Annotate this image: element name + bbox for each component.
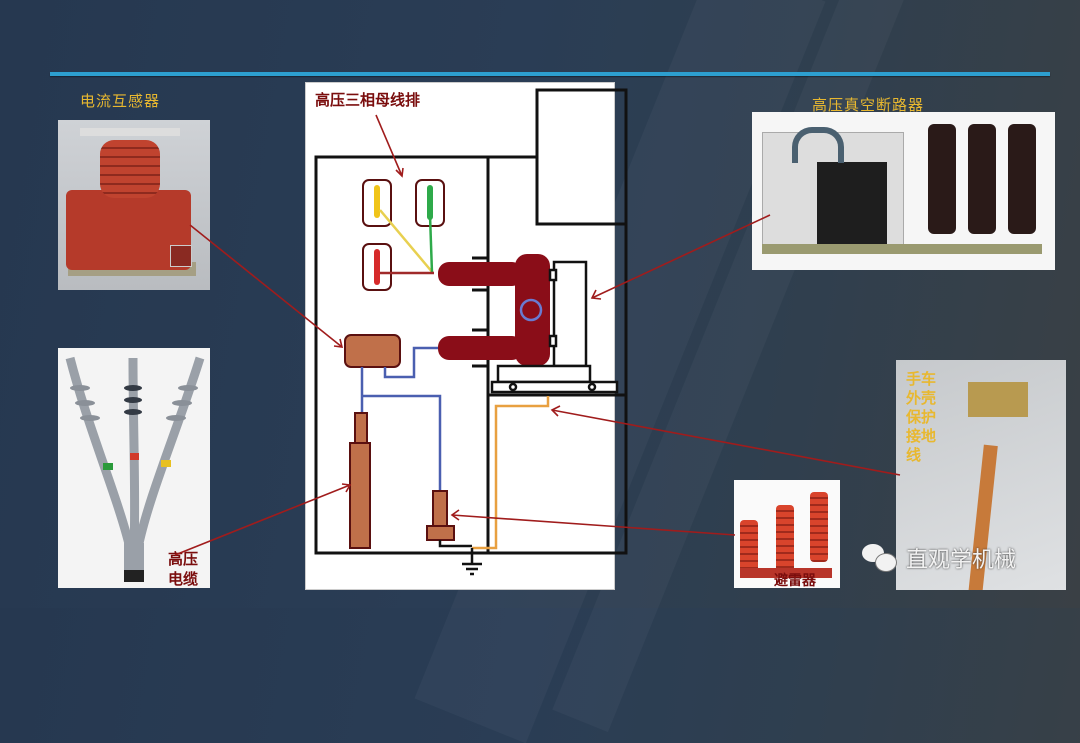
label-current-transformer: 电流互感器 <box>80 92 161 110</box>
ct-symbol <box>344 334 401 368</box>
ct-insulator <box>100 140 160 198</box>
callout-arrows <box>174 114 901 556</box>
surge-arrester-photo: 避雷器 <box>734 480 840 588</box>
vacuum-breaker-photo <box>752 112 1055 270</box>
ground-bracket <box>968 382 1028 417</box>
label-grounding: 手车 外壳 保护 接地 线 <box>906 370 937 464</box>
ct-terminal <box>80 128 180 136</box>
title-rule <box>50 72 1050 76</box>
cable-photo: 高压 电缆 <box>58 348 210 588</box>
diagram-overlay <box>174 88 901 576</box>
watermark: 直观学机械 <box>862 542 1016 574</box>
ct-wire <box>383 346 438 379</box>
current-transformer-photo <box>58 120 210 290</box>
cable-symbol <box>354 412 368 444</box>
breaker-base <box>762 244 1042 254</box>
breaker-panel <box>817 162 887 247</box>
label-cable-line2: 电缆 <box>168 570 199 588</box>
label-busbar: 高压三相母线排 <box>315 91 421 109</box>
ground-symbol <box>462 548 482 576</box>
cable-drawing <box>65 356 205 582</box>
breaker-poles <box>920 124 1045 244</box>
lv-compartment <box>535 88 628 226</box>
arrester-symbol <box>432 490 448 527</box>
grounding-wire <box>472 396 550 550</box>
label-surge-arrester: 避雷器 <box>774 573 816 588</box>
wechat-icon <box>862 544 900 572</box>
breaker-symbol <box>438 254 550 366</box>
watermark-text: 直观学机械 <box>906 548 1017 573</box>
breaker-cable <box>792 127 844 163</box>
label-vacuum-breaker: 高压真空断路器 <box>812 96 925 114</box>
grounding-photo: 手车 外壳 保护 接地 线 <box>896 360 1066 590</box>
busbar-group <box>362 179 445 291</box>
ct-bolts <box>170 245 192 267</box>
